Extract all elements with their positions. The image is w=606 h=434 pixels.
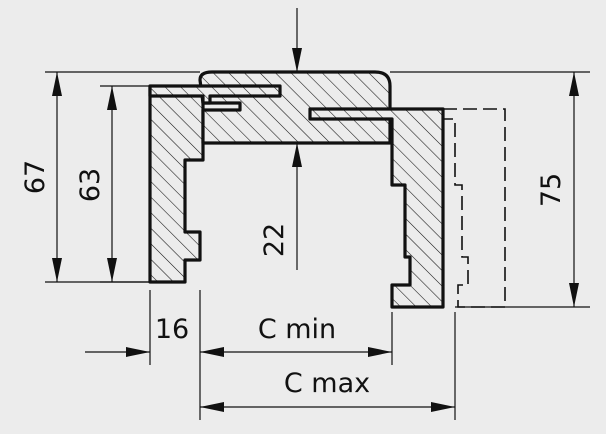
dimension-lines (45, 8, 590, 420)
right-jamb-section (308, 107, 445, 309)
left-jamb-section (148, 85, 205, 284)
tongue-strip (148, 84, 282, 105)
dim-75-label: 75 (536, 173, 567, 207)
dim-67-label: 67 (20, 160, 51, 194)
dim-16-label: 16 (155, 314, 189, 345)
dim-cmin-label: C min (258, 314, 336, 345)
max-jamb-outline (443, 108, 506, 308)
frame-profile (148, 70, 445, 309)
dim-cmax-label: C max (284, 368, 370, 399)
dim-22-label: 22 (259, 223, 290, 257)
dim-63-label: 63 (75, 168, 106, 202)
